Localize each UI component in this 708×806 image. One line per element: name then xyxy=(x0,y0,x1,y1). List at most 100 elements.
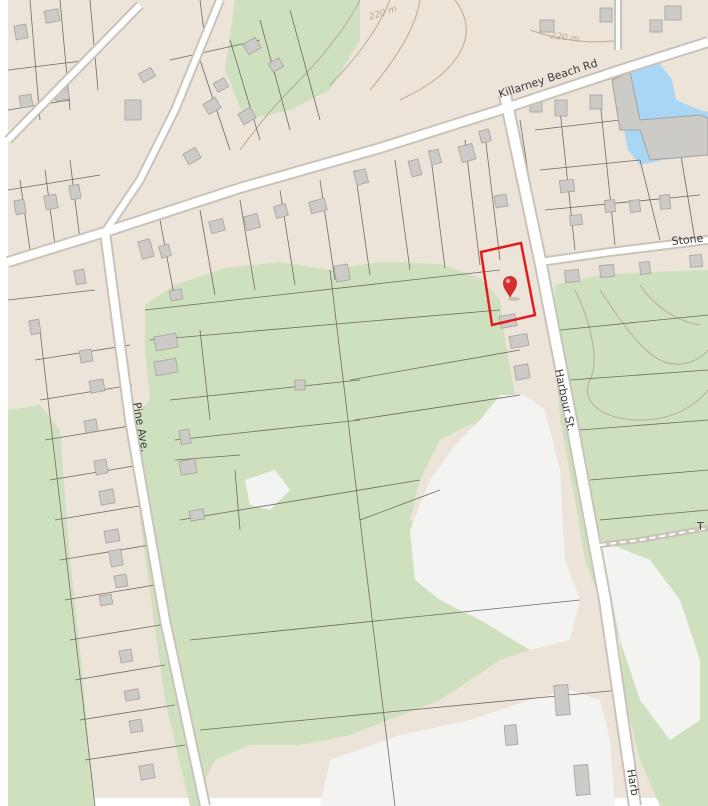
parcel-boundary xyxy=(354,169,371,276)
contour-line xyxy=(574,289,708,421)
building-footprint xyxy=(539,19,555,33)
building-footprint xyxy=(188,508,206,522)
road-diagonal xyxy=(5,2,143,143)
building-footprint xyxy=(664,5,682,21)
building-footprint xyxy=(658,194,672,210)
building-footprint xyxy=(13,198,27,216)
parcel-boundary xyxy=(49,464,141,481)
parcel-boundary xyxy=(229,39,261,141)
parcel-boundary xyxy=(179,479,421,521)
building-footprint xyxy=(513,363,531,381)
building-footprint xyxy=(178,458,198,476)
road-label-harbour-bottom: Harb xyxy=(624,768,641,796)
building-footprint xyxy=(267,57,285,73)
road-label-stone: Stone xyxy=(671,232,704,248)
building-footprint xyxy=(599,263,615,279)
building-footprint xyxy=(153,357,179,377)
building-footprint xyxy=(564,268,580,284)
building-footprint xyxy=(123,688,141,702)
parcel-boundary xyxy=(429,149,446,269)
parcel-boundary xyxy=(234,469,241,531)
contour-label: 220 m xyxy=(550,31,580,45)
building-footprint xyxy=(559,178,575,194)
building-footprint xyxy=(118,648,134,664)
property-highlight[interactable] xyxy=(479,241,537,327)
parcel-boundary xyxy=(7,289,96,301)
building-footprint xyxy=(28,318,42,336)
building-footprint xyxy=(493,193,509,209)
parcel-boundary xyxy=(174,454,241,461)
parcel-boundary xyxy=(39,329,96,806)
building-footprint xyxy=(43,8,61,24)
parcel-boundary xyxy=(74,664,166,681)
building-footprint xyxy=(427,148,443,166)
building-footprint xyxy=(689,254,703,268)
building-footprint xyxy=(407,158,423,178)
parcel-boundary xyxy=(29,0,41,121)
road-pine xyxy=(101,231,209,806)
building-footprint xyxy=(508,333,530,349)
building-footprint xyxy=(212,77,230,93)
parcel-boundary xyxy=(64,584,156,601)
building-footprint xyxy=(78,348,94,364)
contour-line xyxy=(369,0,421,91)
road-harbour xyxy=(500,93,640,806)
building-footprint xyxy=(242,212,262,232)
building-footprint xyxy=(202,96,222,116)
building-footprint xyxy=(208,217,226,235)
building-footprint xyxy=(294,379,306,391)
open-area xyxy=(410,395,580,650)
parcel-boundary xyxy=(539,159,641,171)
parcel-boundary xyxy=(599,99,616,246)
building-footprint xyxy=(138,763,156,781)
building-footprint xyxy=(137,238,155,260)
parcel-boundary xyxy=(239,199,256,291)
building-footprint xyxy=(554,99,568,117)
building-footprint xyxy=(178,428,192,446)
vegetation-area xyxy=(130,262,560,806)
building-footprint xyxy=(242,36,262,56)
parcel-boundary xyxy=(199,329,211,421)
building-footprint xyxy=(93,458,109,476)
parcel-boundary xyxy=(589,469,708,481)
parcel-boundary xyxy=(534,119,621,131)
parcel-boundary xyxy=(679,149,696,241)
parcel-boundary xyxy=(159,219,176,301)
building-footprint xyxy=(43,193,59,211)
parcel-boundary xyxy=(359,489,441,521)
parcel-boundary xyxy=(79,704,176,721)
map-pin-icon[interactable] xyxy=(503,276,520,301)
parcel-boundary xyxy=(69,624,161,641)
building-footprint xyxy=(569,214,583,226)
parcel-boundary xyxy=(7,59,91,71)
contour-line xyxy=(239,0,361,151)
road-label-t-edge: T xyxy=(696,520,704,533)
parcel-boundary xyxy=(354,394,521,421)
road-diagonal xyxy=(102,0,223,234)
building-footprint xyxy=(98,593,114,607)
selection-box-icon[interactable] xyxy=(479,241,537,327)
building-footprint xyxy=(333,263,351,283)
contour-line xyxy=(639,284,701,326)
parcel-boundary xyxy=(69,159,81,241)
building-footprint xyxy=(604,199,616,213)
building-footprint xyxy=(18,93,34,109)
road-layer xyxy=(4,0,708,806)
building-footprint xyxy=(124,99,142,121)
parcel-boundary xyxy=(484,134,501,261)
contour-line xyxy=(529,29,621,43)
building-footprint xyxy=(308,197,328,215)
building-footprint xyxy=(599,7,613,23)
building-footprint xyxy=(457,142,477,164)
building-footprint xyxy=(153,332,179,352)
building-footprint xyxy=(649,19,663,33)
building-footprint xyxy=(503,724,519,746)
building-footprint xyxy=(98,488,116,506)
building-footprint xyxy=(182,146,202,166)
open-area xyxy=(245,470,290,510)
building-footprint xyxy=(73,268,87,286)
open-area xyxy=(320,690,615,806)
building-footprint xyxy=(83,418,99,434)
